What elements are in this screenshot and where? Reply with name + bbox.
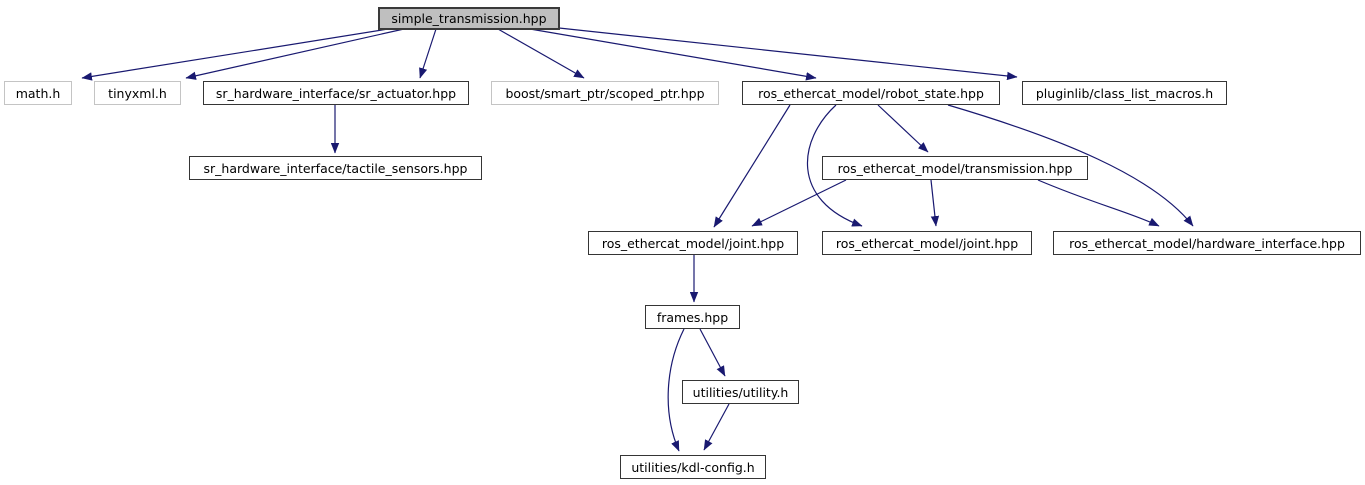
node-joint-hpp-right[interactable]: ros_ethercat_model/joint.hpp <box>822 231 1032 255</box>
edge-root-sr-actuator <box>419 28 437 79</box>
node-robot-state-hpp[interactable]: ros_ethercat_model/robot_state.hpp <box>742 81 1000 105</box>
edge-root-robot-state <box>529 28 817 81</box>
edge-robotstate-hwinterface <box>947 104 1194 227</box>
node-scoped-ptr-hpp: boost/smart_ptr/scoped_ptr.hpp <box>491 81 719 105</box>
node-tactile-sensors-hpp[interactable]: sr_hardware_interface/tactile_sensors.hp… <box>189 156 482 180</box>
node-joint-hpp-left[interactable]: ros_ethercat_model/joint.hpp <box>588 231 798 255</box>
edge-root-math <box>81 28 389 81</box>
edge-frames-kdlconfig <box>667 328 685 452</box>
node-utilities-kdl-config-h[interactable]: utilities/kdl-config.h <box>620 455 766 479</box>
edge-transmission-joint-left <box>751 179 847 227</box>
edge-robotstate-transmission <box>877 104 929 153</box>
edge-transmission-hwinterface <box>1037 179 1160 227</box>
node-frames-hpp[interactable]: frames.hpp <box>645 305 740 329</box>
edge-utility-kdlconfig <box>703 403 730 451</box>
edge-transmission-joint-right <box>930 179 940 227</box>
node-utilities-utility-h[interactable]: utilities/utility.h <box>682 380 799 404</box>
node-hardware-interface-hpp[interactable]: ros_ethercat_model/hardware_interface.hp… <box>1053 231 1361 255</box>
node-simple-transmission-hpp: simple_transmission.hpp <box>378 7 560 30</box>
node-sr-actuator-hpp[interactable]: sr_hardware_interface/sr_actuator.hpp <box>203 81 469 105</box>
node-math-h: math.h <box>4 81 72 105</box>
edge-robotstate-joint-left <box>713 104 791 228</box>
edge-robotstate-joint-right <box>807 104 863 227</box>
edge-frames-utility <box>699 328 726 377</box>
node-tinyxml-h: tinyxml.h <box>94 81 181 105</box>
node-transmission-hpp[interactable]: ros_ethercat_model/transmission.hpp <box>822 156 1088 180</box>
edge-root-tinyxml <box>185 28 405 80</box>
edge-root-class-list <box>558 27 1018 81</box>
edge-root-scoped-ptr <box>497 28 585 79</box>
node-class-list-macros-h[interactable]: pluginlib/class_list_macros.h <box>1022 81 1227 105</box>
